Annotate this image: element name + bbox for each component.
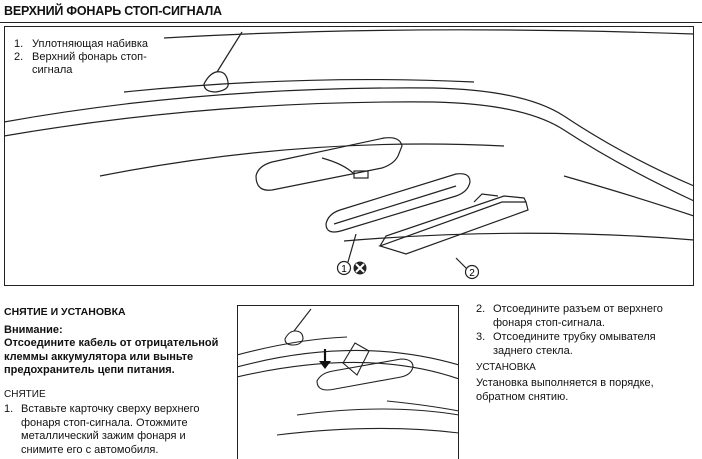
step-text: Отсоедините разъем от верхнего фонаря ст… [493,303,663,329]
callout-1-label: 1 [341,264,347,275]
legend: 1. Уплотняющая набивка 2. Верхний фонарь… [14,38,160,77]
lamp-opening [255,137,403,191]
callout-2-label: 2 [469,268,475,279]
page-title: ВЕРХНИЙ ФОНАРЬ СТОП-СИГНАЛА [4,4,222,18]
card [342,342,370,376]
antenna-icon [203,71,229,93]
legend-item: 2. Верхний фонарь стоп-сигнала [14,51,160,77]
warning-text: Отсоедините кабель от отрицательной клем… [4,337,219,376]
step-text: Вставьте карточку сверху верхнего фонаря… [21,403,200,456]
callout-1-marker [336,260,352,276]
step-item: 2. Отсоедините разъем от верхнего фонаря… [476,303,698,330]
legend-text: Уплотняющая набивка [32,38,149,50]
removal-illustration-frame [237,305,459,459]
section-heading: СНЯТИЕ И УСТАНОВКА [4,306,126,318]
install-heading: УСТАНОВКА [476,362,536,373]
main-illustration: 1 2 [4,29,694,280]
main-illustration-frame [4,26,694,286]
removal-heading: СНЯТИЕ [4,389,46,400]
no-reuse-icon [353,261,367,275]
connector [353,170,369,179]
step-item: 1. Вставьте карточку сверху верхнего фон… [4,403,224,457]
arrow-down-icon [319,349,331,369]
install-text: Установка выполняется в порядке, обратно… [476,377,654,403]
removal-illustration [237,308,459,436]
seal-gasket [325,173,471,233]
antenna-icon [284,330,304,346]
right-steps: 2. Отсоедините разъем от верхнего фонаря… [476,303,698,359]
callout-2-marker [464,264,480,280]
legend-text: Верхний фонарь стоп-сигнала [32,51,147,76]
legend-item: 1. Уплотняющая набивка [14,38,149,50]
step-item: 3. Отсоедините трубку омывателя заднего … [476,331,698,358]
brake-lamp [378,201,529,255]
title-rule [0,22,702,23]
warning-title: Внимание: [4,324,63,336]
step-text: Отсоедините трубку омывателя заднего сте… [493,331,656,357]
